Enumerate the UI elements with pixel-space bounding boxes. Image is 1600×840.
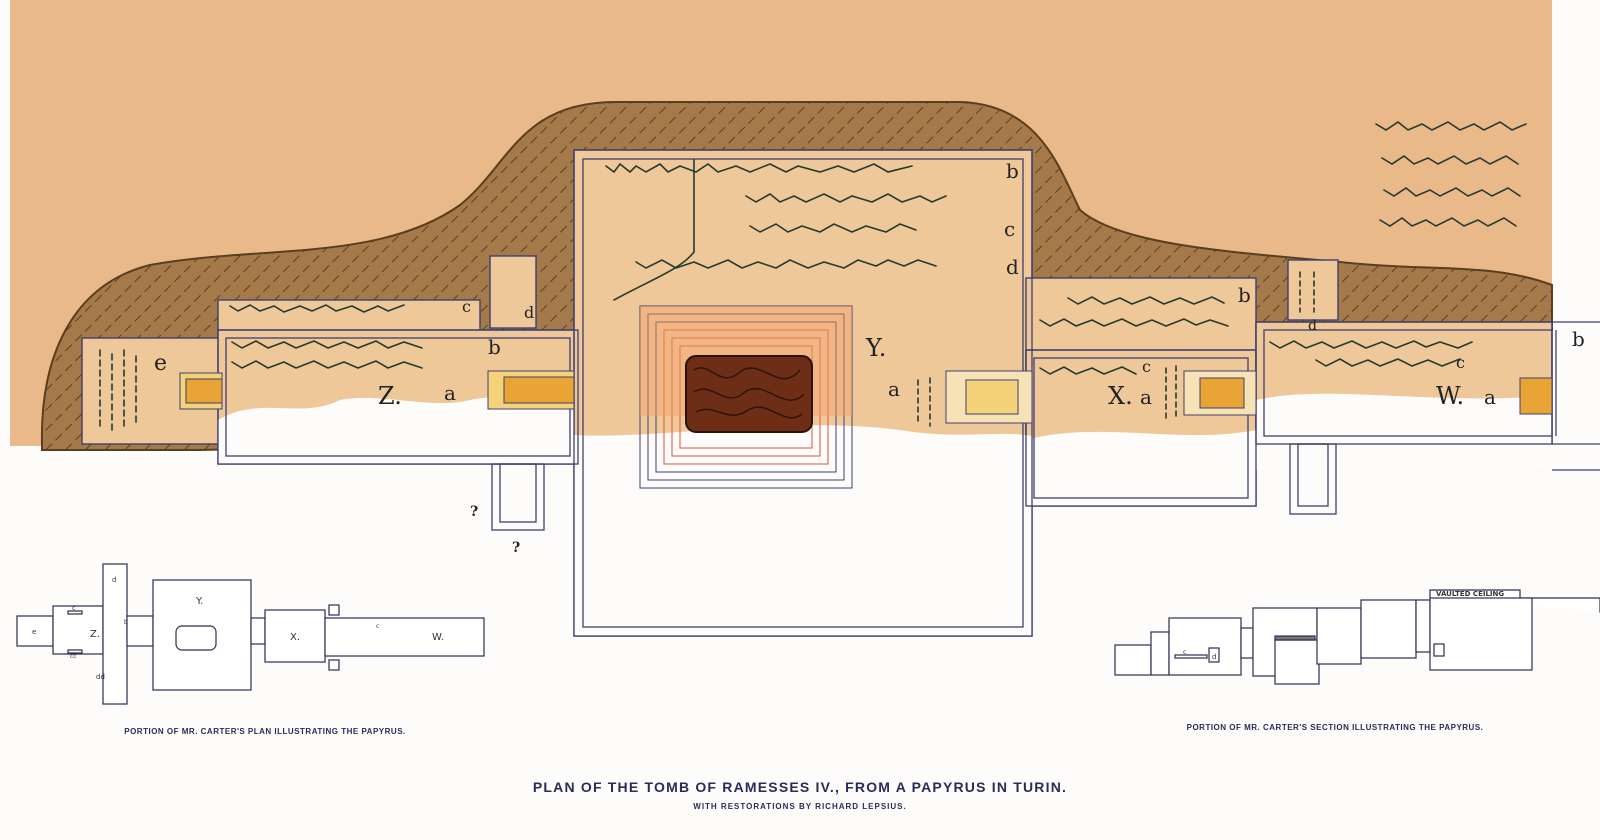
- plan-label-c: c: [72, 605, 75, 612]
- section-label-c: c: [1183, 649, 1186, 656]
- plan-label-c2: c: [376, 623, 379, 630]
- plan-label-dd: dd: [96, 673, 105, 681]
- label-x: X.: [1108, 382, 1133, 410]
- door-jambs: [179, 370, 1553, 424]
- label-x-a: a: [1140, 385, 1152, 409]
- plate-title: PLAN OF THE TOMB OF RAMESSES IV., FROM A…: [532, 779, 1068, 795]
- label-z: Z.: [378, 382, 402, 410]
- uncertain-mark-2: ?: [512, 540, 520, 556]
- plan-label-b: b: [124, 619, 128, 626]
- plan-inset-labels: e c cc Z. d b dd Y. X. c W.: [32, 576, 444, 681]
- plan-label-w: W.: [432, 632, 444, 643]
- label-w: W.: [1436, 382, 1464, 410]
- label-e: e: [154, 351, 167, 376]
- plan-label-e: e: [32, 628, 36, 636]
- section-inset-caption: PORTION OF MR. CARTER'S SECTION ILLUSTRA…: [1186, 723, 1484, 732]
- plan-inset-caption: PORTION OF MR. CARTER'S PLAN ILLUSTRATIN…: [124, 727, 406, 736]
- label-y-c: c: [1004, 217, 1015, 241]
- section-label-d: d: [1212, 653, 1216, 661]
- label-z-c: c: [462, 297, 471, 316]
- corridor-z-upper: [217, 299, 481, 333]
- plan-label-x: X.: [290, 632, 300, 643]
- label-w-a: a: [1484, 385, 1496, 409]
- label-x-c: c: [1142, 357, 1151, 376]
- label-z-a: a: [444, 381, 456, 405]
- label-y-d: d: [1006, 255, 1019, 279]
- papyrus-labels: e Z. a b c d Y. a b c d X. a b c W. a b …: [154, 159, 1585, 556]
- label-w-d: d: [1308, 318, 1317, 334]
- plan-inset: [16, 563, 485, 705]
- label-y: Y.: [865, 334, 886, 362]
- plan-label-d: d: [112, 576, 116, 584]
- plate-subtitle: WITH RESTORATIONS BY RICHARD LEPSIUS.: [693, 802, 907, 811]
- label-w-b: b: [1572, 327, 1585, 351]
- sarcophagus-frames: [639, 305, 853, 489]
- niche-d-upper: [489, 255, 537, 329]
- label-z-d: d: [524, 303, 534, 322]
- label-y-a: a: [888, 377, 900, 401]
- hieratic-text: [99, 121, 1527, 431]
- vaulted-ceiling-label: VAULTED CEILING: [1436, 590, 1504, 598]
- niche-d-right: [1287, 259, 1339, 321]
- plan-label-y: Y.: [195, 596, 203, 607]
- section-inset: [1114, 589, 1600, 685]
- plan-label-z: Z.: [90, 629, 100, 640]
- plan-label-cc: cc: [70, 653, 77, 660]
- label-x-b: b: [1238, 283, 1251, 307]
- uncertain-mark-1: ?: [470, 504, 478, 520]
- label-z-b: b: [488, 335, 501, 359]
- label-y-b: b: [1006, 159, 1019, 183]
- lepsius-restoration: [218, 393, 1552, 636]
- label-w-c: c: [1456, 353, 1465, 372]
